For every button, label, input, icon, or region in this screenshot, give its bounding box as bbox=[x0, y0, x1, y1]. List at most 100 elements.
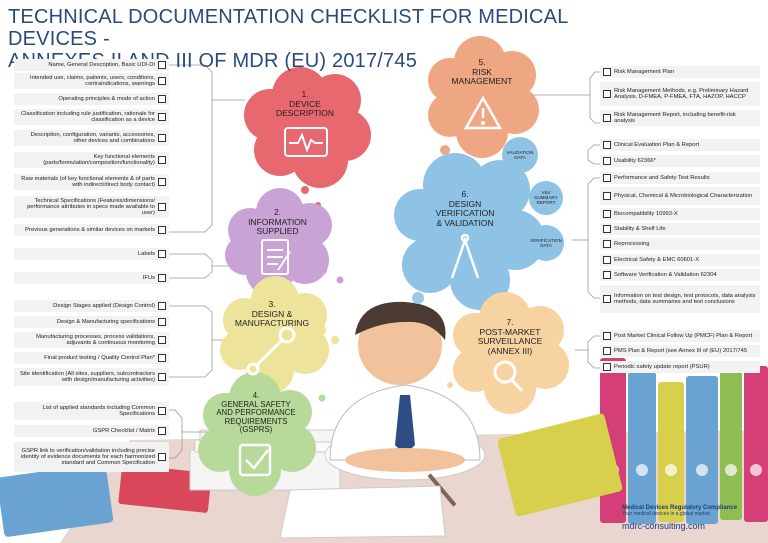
checkbox[interactable] bbox=[603, 363, 611, 371]
checkbox[interactable] bbox=[158, 354, 166, 362]
checklist-item[interactable]: Final product testing / Quality Control … bbox=[14, 352, 169, 364]
logo-tagline: Your medical devices in a global market bbox=[622, 511, 710, 517]
checklist-item[interactable]: Previous generations & similar devices o… bbox=[14, 224, 169, 236]
section-post-market: 7. POST-MARKET SURVEILLANCE (ANNEX III) bbox=[477, 317, 543, 356]
checklist-item[interactable]: Stability & Shelf Life bbox=[600, 223, 760, 235]
checklist-item[interactable]: Software Verification & Validation 62304 bbox=[600, 269, 760, 281]
bubble-validation bbox=[502, 137, 538, 173]
checklist-item[interactable]: Technical Specifications (Features/dimen… bbox=[14, 196, 169, 218]
checkbox[interactable] bbox=[603, 225, 611, 233]
document-pen-icon bbox=[261, 239, 291, 275]
checkbox-icon bbox=[238, 443, 272, 477]
checklist-item[interactable]: List of applied standards including Comm… bbox=[14, 402, 169, 420]
checkbox[interactable] bbox=[603, 157, 611, 165]
bubble-vv-summary bbox=[529, 181, 563, 215]
cloud-design-manufacturing bbox=[220, 276, 329, 394]
checkbox[interactable] bbox=[158, 407, 166, 415]
checklist-item[interactable]: IFUs bbox=[14, 272, 169, 284]
checkbox[interactable] bbox=[158, 226, 166, 234]
checklist-item[interactable]: Name, General Description, Basic UDI-DI bbox=[14, 59, 169, 71]
checkbox[interactable] bbox=[603, 295, 611, 303]
checklist-item[interactable]: GSPR Checklist / Matrix bbox=[14, 425, 169, 437]
checkbox[interactable] bbox=[158, 203, 166, 211]
checklist-item[interactable]: Intended use, claims, patients, users, c… bbox=[14, 73, 169, 89]
checkbox[interactable] bbox=[158, 134, 166, 142]
checkbox[interactable] bbox=[603, 210, 611, 218]
section-design-manufacturing: 3. DESIGN & MANUFACTURING bbox=[234, 299, 310, 328]
checkbox[interactable] bbox=[158, 77, 166, 85]
checklist-item[interactable]: Risk Management Report, including benefi… bbox=[600, 110, 760, 126]
checklist-item[interactable]: Risk Management Methods, e.g. Preliminar… bbox=[600, 82, 760, 106]
compass-icon bbox=[450, 233, 480, 279]
section-risk-management: 5. RISK MANAGEMENT bbox=[451, 57, 513, 86]
checkbox[interactable] bbox=[158, 274, 166, 282]
title-line-1: TECHNICAL DOCUMENTATION CHECKLIST FOR ME… bbox=[8, 6, 568, 50]
checkbox[interactable] bbox=[158, 453, 166, 461]
monitor-heartbeat-icon bbox=[284, 127, 328, 157]
section-gspr: 4. GENERAL SAFETY AND PERFORMANCE REQUIR… bbox=[216, 391, 296, 435]
checkbox[interactable] bbox=[603, 271, 611, 279]
checklist-item[interactable]: Post Market Clinical Follow Up (PMCF) Pl… bbox=[600, 330, 760, 342]
section-device-description: 1. DEVICE DESCRIPTION bbox=[275, 89, 335, 118]
checklist-item[interactable]: Operating principles & mode of action bbox=[14, 93, 169, 105]
bubble-vv-summary-label: V&V SUMMARY REPORT bbox=[534, 190, 558, 205]
checkbox[interactable] bbox=[603, 256, 611, 264]
checkbox[interactable] bbox=[603, 90, 611, 98]
person-illustration bbox=[324, 301, 486, 507]
checklist-item[interactable]: Reprocessing bbox=[600, 238, 760, 250]
checklist-item[interactable]: Usability 62366* bbox=[600, 155, 760, 167]
checklist-item[interactable]: PMS Plan & Report (see Annex III of (EU)… bbox=[600, 345, 760, 357]
checklist-item[interactable]: Design Stages applied (Design Control) bbox=[14, 300, 169, 312]
magnifier-icon bbox=[493, 360, 524, 393]
checklist-item[interactable]: Site identification (All sites, supplier… bbox=[14, 368, 169, 386]
checklist-item[interactable]: Biocompatibility 10993-X bbox=[600, 208, 760, 220]
checkbox[interactable] bbox=[158, 427, 166, 435]
checkbox[interactable] bbox=[603, 68, 611, 76]
checklist-item[interactable]: Key functional elements (parts/formulati… bbox=[14, 152, 169, 168]
warning-triangle-icon bbox=[463, 95, 503, 130]
checklist-item[interactable]: Physical, Chemical & Microbiological Cha… bbox=[600, 187, 760, 205]
checkbox[interactable] bbox=[158, 156, 166, 164]
checklist-item[interactable]: Description, configuration, variants, ac… bbox=[14, 130, 169, 146]
checkbox[interactable] bbox=[158, 61, 166, 69]
checkbox[interactable] bbox=[158, 250, 166, 258]
checklist-item[interactable]: Information on test design, test protoco… bbox=[600, 285, 760, 313]
checklist-item[interactable]: Clinical Evaluation Plan & Report bbox=[600, 139, 760, 151]
cloud-design-verification bbox=[394, 153, 545, 310]
checklist-item[interactable]: Design & Manufacturing specifications bbox=[14, 316, 169, 328]
checklist-item[interactable]: Raw materials (of key functional element… bbox=[14, 174, 169, 190]
checkbox[interactable] bbox=[603, 114, 611, 122]
checklist-item[interactable]: Risk Management Plan bbox=[600, 66, 760, 78]
cloud-information-supplied bbox=[225, 188, 332, 296]
checklist-item[interactable]: Manufacturing processes, process validat… bbox=[14, 332, 169, 348]
bubble-verification bbox=[528, 225, 564, 261]
checkbox[interactable] bbox=[158, 178, 166, 186]
checkbox[interactable] bbox=[603, 240, 611, 248]
bubble-validation-label: VALIDATION DATA bbox=[506, 150, 534, 160]
checklist-item[interactable]: Performance and Safety Test Results bbox=[600, 172, 760, 184]
section-design-verification: 6. DESIGN VERIFICATION & VALIDATION bbox=[435, 189, 495, 228]
cloud-risk-management bbox=[428, 36, 539, 158]
logo-url[interactable]: mdrc-consulting.com bbox=[622, 521, 706, 531]
section-information-supplied: 2. INFORMATION SUPPLIED bbox=[248, 207, 307, 236]
checkbox[interactable] bbox=[158, 113, 166, 121]
checkbox[interactable] bbox=[603, 347, 611, 355]
checkbox[interactable] bbox=[158, 95, 166, 103]
checklist-item[interactable]: GSPR link to verification/validation inc… bbox=[14, 442, 169, 472]
checklist-item[interactable]: Periodic safety update report (PSUR) bbox=[600, 361, 760, 373]
checkbox[interactable] bbox=[158, 336, 166, 344]
checkbox[interactable] bbox=[603, 332, 611, 340]
checkbox[interactable] bbox=[158, 373, 166, 381]
checkbox[interactable] bbox=[158, 302, 166, 310]
checklist-item[interactable]: Labels bbox=[14, 248, 169, 260]
logo-name: Medical Devices Regulatory Compliance bbox=[622, 505, 738, 511]
checkbox[interactable] bbox=[603, 141, 611, 149]
bubble-verification-label: VERIFICATION DATA bbox=[530, 238, 562, 248]
checkbox[interactable] bbox=[158, 318, 166, 326]
checklist-item[interactable]: Classification including rule justificat… bbox=[14, 109, 169, 125]
checklist-item[interactable]: Electrical Safety & EMC 60601-X bbox=[600, 254, 760, 266]
checkbox[interactable] bbox=[603, 174, 611, 182]
wrench-icon bbox=[246, 326, 296, 376]
checkbox[interactable] bbox=[603, 192, 611, 200]
